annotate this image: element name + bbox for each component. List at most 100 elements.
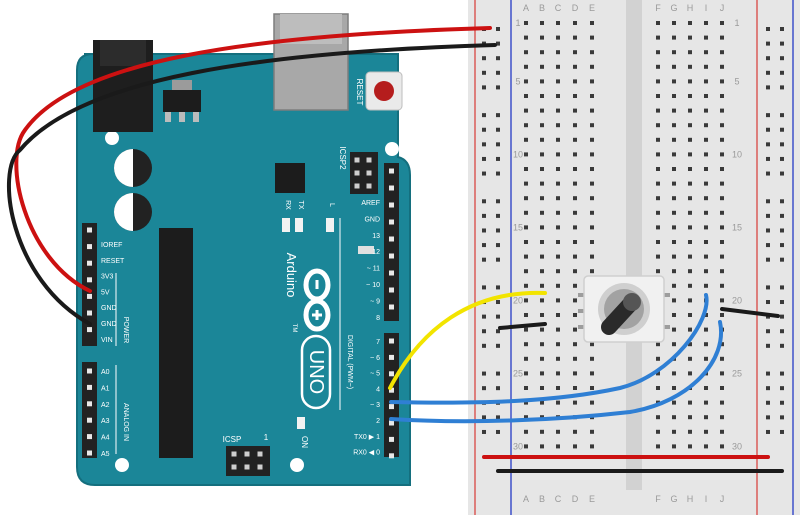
breadboard-hole[interactable] — [656, 240, 660, 244]
breadboard-hole[interactable] — [573, 298, 577, 303]
breadboard-hole[interactable] — [556, 21, 560, 25]
breadboard-hole[interactable] — [672, 210, 676, 215]
header-pin[interactable] — [87, 384, 92, 390]
rail-hole[interactable] — [496, 371, 500, 376]
rail-hole[interactable] — [496, 171, 500, 176]
breadboard-hole[interactable] — [688, 196, 692, 201]
breadboard-hole[interactable] — [524, 167, 528, 171]
breadboard-hole[interactable] — [540, 225, 544, 230]
breadboard-hole[interactable] — [704, 167, 708, 171]
breadboard-hole[interactable] — [672, 429, 676, 434]
rail-hole[interactable] — [766, 70, 770, 75]
breadboard-hole[interactable] — [573, 356, 577, 361]
breadboard-hole[interactable] — [656, 371, 660, 376]
breadboard-hole[interactable] — [590, 196, 594, 201]
header-pin[interactable] — [389, 202, 394, 208]
breadboard-hole[interactable] — [524, 415, 528, 420]
breadboard-hole[interactable] — [590, 386, 594, 390]
breadboard-hole[interactable] — [656, 356, 660, 361]
header-pin[interactable] — [389, 304, 394, 310]
breadboard-hole[interactable] — [540, 356, 544, 361]
breadboard-hole[interactable] — [540, 196, 544, 201]
rail-hole[interactable] — [496, 386, 500, 391]
rail-hole[interactable] — [780, 285, 784, 290]
breadboard-hole[interactable] — [688, 283, 692, 288]
breadboard-hole[interactable] — [540, 298, 544, 303]
breadboard-hole[interactable] — [720, 108, 724, 113]
breadboard-hole[interactable] — [688, 254, 692, 259]
breadboard-hole[interactable] — [540, 429, 544, 434]
rail-hole[interactable] — [766, 199, 770, 204]
breadboard-hole[interactable] — [720, 400, 724, 405]
rail-hole[interactable] — [780, 127, 784, 132]
breadboard-hole[interactable] — [672, 400, 676, 405]
breadboard-hole[interactable] — [656, 152, 660, 157]
breadboard-hole[interactable] — [656, 196, 660, 201]
breadboard-hole[interactable] — [590, 225, 594, 230]
rail-hole[interactable] — [780, 400, 784, 405]
breadboard-hole[interactable] — [573, 123, 577, 128]
breadboard-hole[interactable] — [556, 196, 560, 201]
rail-hole[interactable] — [766, 257, 770, 262]
breadboard-hole[interactable] — [573, 342, 577, 347]
breadboard-hole[interactable] — [556, 313, 560, 317]
breadboard-hole[interactable] — [704, 108, 708, 113]
breadboard-hole[interactable] — [704, 152, 708, 157]
breadboard-hole[interactable] — [573, 429, 577, 434]
breadboard-hole[interactable] — [540, 152, 544, 157]
breadboard-hole[interactable] — [524, 196, 528, 201]
breadboard-hole[interactable] — [556, 386, 560, 390]
breadboard-hole[interactable] — [704, 356, 708, 361]
breadboard-hole[interactable] — [704, 225, 708, 230]
rail-hole[interactable] — [496, 70, 500, 75]
breadboard-hole[interactable] — [590, 108, 594, 113]
breadboard-hole[interactable] — [704, 21, 708, 25]
breadboard-hole[interactable] — [656, 386, 660, 390]
breadboard-hole[interactable] — [720, 313, 724, 317]
header-pin[interactable] — [87, 227, 92, 233]
breadboard-hole[interactable] — [590, 79, 594, 84]
breadboard-hole[interactable] — [720, 240, 724, 244]
breadboard-hole[interactable] — [720, 298, 724, 303]
breadboard-hole[interactable] — [590, 152, 594, 157]
header-pin[interactable] — [87, 293, 92, 299]
breadboard-hole[interactable] — [672, 50, 676, 55]
breadboard-hole[interactable] — [704, 327, 708, 332]
rail-hole[interactable] — [496, 85, 500, 90]
breadboard-hole[interactable] — [704, 313, 708, 317]
breadboard-hole[interactable] — [540, 50, 544, 55]
breadboard-hole[interactable] — [540, 108, 544, 113]
breadboard-hole[interactable] — [704, 137, 708, 142]
rail-hole[interactable] — [766, 213, 770, 218]
rail-hole[interactable] — [496, 156, 500, 161]
breadboard-hole[interactable] — [524, 386, 528, 390]
breadboard-hole[interactable] — [688, 313, 692, 317]
rail-hole[interactable] — [496, 113, 500, 118]
breadboard-hole[interactable] — [556, 35, 560, 40]
breadboard-hole[interactable] — [573, 371, 577, 376]
breadboard-hole[interactable] — [590, 64, 594, 69]
breadboard-hole[interactable] — [672, 21, 676, 25]
breadboard-hole[interactable] — [540, 386, 544, 390]
breadboard-hole[interactable] — [540, 400, 544, 405]
breadboard-hole[interactable] — [704, 240, 708, 244]
breadboard-hole[interactable] — [540, 21, 544, 25]
breadboard-hole[interactable] — [720, 254, 724, 259]
breadboard-hole[interactable] — [704, 415, 708, 420]
breadboard-hole[interactable] — [556, 356, 560, 361]
breadboard-hole[interactable] — [656, 210, 660, 215]
rail-hole[interactable] — [766, 300, 770, 305]
rail-hole[interactable] — [766, 429, 770, 434]
breadboard-hole[interactable] — [656, 181, 660, 186]
breadboard-hole[interactable] — [524, 152, 528, 157]
breadboard-hole[interactable] — [672, 269, 676, 274]
header-pin[interactable] — [87, 244, 92, 250]
rail-hole[interactable] — [482, 142, 486, 147]
rail-hole[interactable] — [496, 300, 500, 305]
breadboard-hole[interactable] — [656, 79, 660, 84]
breadboard-hole[interactable] — [656, 35, 660, 40]
breadboard-hole[interactable] — [704, 386, 708, 390]
breadboard-hole[interactable] — [540, 167, 544, 171]
breadboard-hole[interactable] — [573, 79, 577, 84]
breadboard-hole[interactable] — [524, 356, 528, 361]
